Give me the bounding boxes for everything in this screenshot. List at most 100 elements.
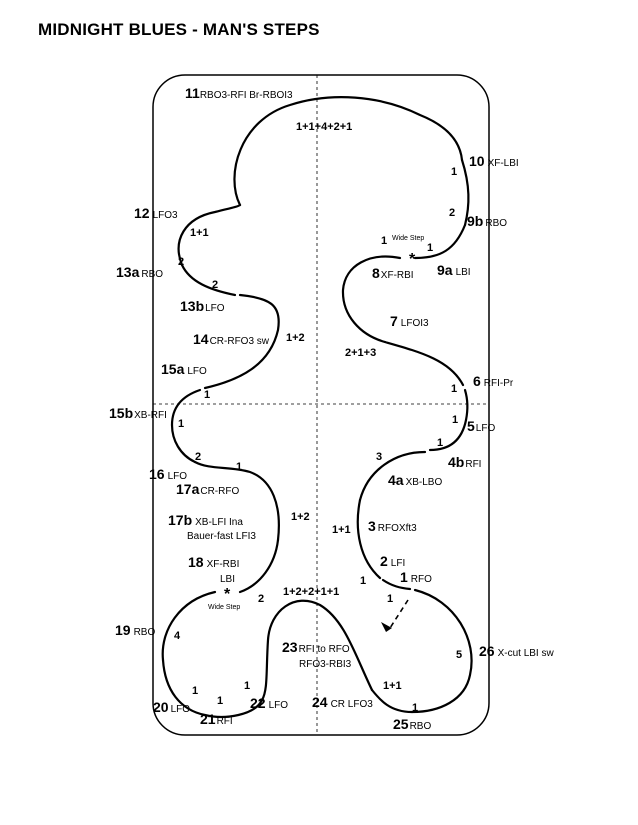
entry-arrow-line xyxy=(389,599,409,629)
wide-step-label-1: Wide Step xyxy=(392,235,424,242)
edge-14 xyxy=(203,293,280,390)
edge-18 xyxy=(238,538,280,594)
count: 1+1 xyxy=(383,680,402,692)
lbi-label: LBI xyxy=(220,574,235,585)
edge-13b xyxy=(180,263,237,297)
edge-13a xyxy=(177,203,242,267)
count: 1+2 xyxy=(291,511,310,523)
pattern-edges xyxy=(161,96,473,718)
svg-text:26X-cut LBI sw: 26X-cut LBI sw xyxy=(479,643,554,659)
extra-labels: Bauer-fast LFI3 RFO3-RBI3 LBI Wide Step … xyxy=(187,235,424,670)
edge-7 xyxy=(383,340,465,387)
count: 3 xyxy=(376,451,382,463)
svg-text:13bLFO: 13bLFO xyxy=(180,298,225,314)
count: 1 xyxy=(451,166,457,178)
svg-text:23RFI to RFO: 23RFI to RFO xyxy=(282,639,350,655)
count: 2+1+3 xyxy=(345,347,376,359)
count: 1+1 xyxy=(190,227,209,239)
count: 1 xyxy=(381,235,387,247)
count: 1 xyxy=(244,680,250,692)
beat-counts: 1+1+4+2+1 1 2 1 1 2+1+3 1 1 1 3 1+1 1 1 … xyxy=(174,121,462,714)
step-number: 11 xyxy=(185,85,200,101)
count: 1 xyxy=(217,695,223,707)
count: 1 xyxy=(192,685,198,697)
count: 1 xyxy=(452,414,458,426)
entry-arrowhead xyxy=(381,622,392,632)
wide-step-star-1: * xyxy=(409,251,416,268)
edge-25 xyxy=(370,688,414,714)
svg-text:11RBO3-RFI Br-RBOI3: 11RBO3-RFI Br-RBOI3 xyxy=(185,85,293,101)
edge-22 xyxy=(161,658,264,718)
bauer-label: Bauer-fast LFI3 xyxy=(187,531,256,542)
edge-9 xyxy=(413,223,467,260)
count: 1+1 xyxy=(332,524,351,536)
count: 1 xyxy=(437,437,443,449)
edge-23 xyxy=(260,599,374,702)
count: 1 xyxy=(360,575,366,587)
count: 2 xyxy=(195,451,201,463)
count: 5 xyxy=(456,649,462,661)
wide-step-star-2: * xyxy=(224,586,231,603)
edge-15b xyxy=(170,388,202,427)
count: 4 xyxy=(174,630,181,642)
count: 1+2+2+1+1 xyxy=(283,586,339,598)
count: 2 xyxy=(449,207,455,219)
count: 1+2 xyxy=(286,332,305,344)
count: 1 xyxy=(178,418,184,430)
rfo3-rbi3-label: RFO3-RBI3 xyxy=(299,659,352,670)
count: 1 xyxy=(451,383,457,395)
count: 1 xyxy=(236,461,242,473)
rink-outline xyxy=(152,74,490,736)
edge-5 xyxy=(428,418,468,452)
edge-3 xyxy=(356,498,382,580)
svg-text:4bRFI: 4bRFI xyxy=(448,454,481,470)
count: 2 xyxy=(178,256,184,268)
edge-19 xyxy=(161,590,217,662)
edge-11 xyxy=(233,96,464,207)
count: 1 xyxy=(387,593,393,605)
svg-text:17aCR-RFO: 17aCR-RFO xyxy=(176,481,239,497)
svg-text:5LFO: 5LFO xyxy=(467,418,495,434)
edge-4 xyxy=(358,450,427,502)
edge-26 xyxy=(410,588,473,714)
count: 1 xyxy=(412,702,418,714)
svg-text:8XF-RBI: 8XF-RBI xyxy=(372,265,414,281)
count: 2 xyxy=(258,593,264,605)
count: 1 xyxy=(204,389,210,401)
edge-6 xyxy=(463,388,469,422)
svg-text:21RFI: 21RFI xyxy=(200,711,233,727)
wide-step-label-2: Wide Step xyxy=(208,604,240,611)
step-code: RBO3-RFI Br-RBOI3 xyxy=(200,90,293,101)
count: 1+1+4+2+1 xyxy=(296,121,352,133)
edge-16 xyxy=(170,423,197,464)
svg-text:25RBO: 25RBO xyxy=(393,716,431,732)
svg-text:14CR-RFO3 sw: 14CR-RFO3 sw xyxy=(193,331,270,347)
edge-8 xyxy=(341,255,402,344)
edge-10 xyxy=(460,158,470,227)
edge-2 xyxy=(381,578,412,591)
count: 1 xyxy=(427,242,433,254)
count: 2 xyxy=(212,279,218,291)
diagram-title: MIDNIGHT BLUES - MAN'S STEPS xyxy=(38,20,320,39)
